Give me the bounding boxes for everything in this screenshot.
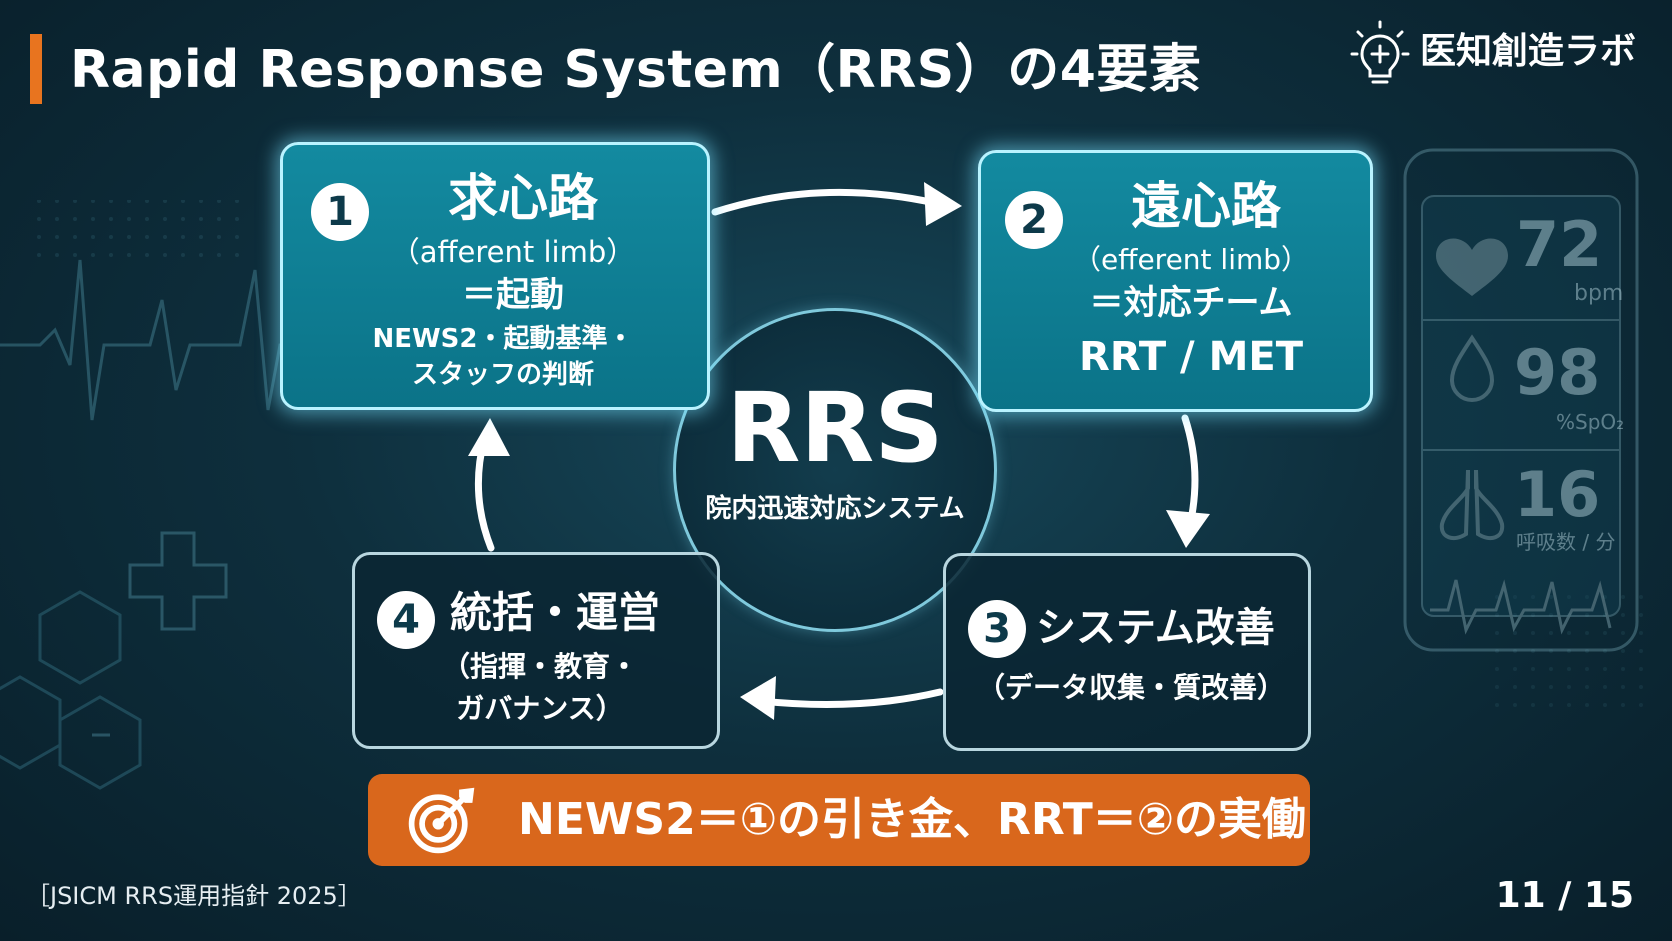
- element-3-heading: システム改善: [1036, 605, 1275, 651]
- source-citation: ［JSICM RRS運用指針 2025］: [26, 882, 362, 910]
- lightbulb-cross-icon: [1350, 20, 1410, 84]
- element-1-eq: ＝起動: [462, 275, 564, 315]
- banner-text: NEWS2＝①の引き金、RRT＝②の実働: [518, 794, 1307, 845]
- monitor-rr-value: 16: [1514, 458, 1601, 531]
- center-abbr: RRS: [726, 372, 944, 484]
- key-point-banner: NEWS2＝①の引き金、RRT＝②の実働: [368, 774, 1310, 866]
- arrow-3-to-4: [748, 688, 944, 708]
- brand-name: 医知創造ラボ: [1420, 31, 1637, 72]
- drop-icon: [1449, 334, 1495, 402]
- arrow-2-to-3: [1181, 414, 1199, 529]
- slide-title: Rapid Response System（RRS）の4要素: [70, 40, 1202, 100]
- monitor-hr-value: 72: [1516, 208, 1603, 281]
- element-1-number-badge: 1: [311, 183, 369, 241]
- monitor-spo2-unit: %SpO₂: [1556, 410, 1625, 434]
- element-2-efferent-limb: 2 遠心路 （efferent limb） ＝対応チーム RRT / MET: [978, 150, 1373, 412]
- element-4-heading: 統括・運営: [450, 588, 661, 637]
- element-2-number-badge: 2: [1005, 191, 1063, 249]
- element-3-number-badge: 3: [968, 600, 1026, 658]
- element-1-afferent-limb: 1 求心路 （afferent limb） ＝起動 NEWS2・起動基準・ スタ…: [280, 142, 710, 410]
- heart-icon: [1436, 238, 1508, 296]
- title-accent-bar: [30, 34, 42, 104]
- target-icon: [408, 787, 475, 854]
- element-3-sub: （データ収集・質改善）: [976, 671, 1285, 704]
- element-4-governance: 4 統括・運営 （指揮・教育・ ガバナンス）: [352, 552, 720, 749]
- brand-logo: [1350, 20, 1410, 84]
- page-number: 11 / 15: [1495, 875, 1634, 916]
- arrowhead-2-to-3: [1166, 510, 1210, 548]
- arrow-1-to-2: [711, 188, 939, 216]
- monitor-waveform: [1430, 579, 1612, 635]
- element-4-sub-2: ガバナンス）: [456, 692, 624, 725]
- element-2-sub: （efferent limb）: [1072, 243, 1310, 276]
- element-1-sub: （afferent limb）: [390, 235, 636, 269]
- medical-cross-icon: [128, 531, 228, 631]
- element-4-sub-1: （指揮・教育・: [441, 650, 638, 683]
- arrowhead-1-to-2: [924, 182, 962, 226]
- element-2-detail: RRT / MET: [1079, 334, 1303, 380]
- element-1-detail-1: NEWS2・起動基準・: [372, 324, 634, 354]
- arrow-4-to-1: [474, 436, 495, 552]
- element-2-eq: ＝対応チーム: [1089, 283, 1293, 323]
- element-1-detail-2: スタッフの判断: [411, 360, 594, 390]
- hexagon-pattern: [0, 590, 142, 790]
- ecg-line-left: [0, 259, 330, 421]
- element-2-heading: 遠心路: [1131, 177, 1281, 235]
- monitor-rr-unit: 呼吸数 / 分: [1516, 530, 1616, 554]
- element-1-heading: 求心路: [448, 169, 598, 227]
- arrowhead-3-to-4: [740, 676, 776, 720]
- lungs-icon: [1439, 469, 1505, 541]
- vital-monitor: [1403, 148, 1639, 652]
- element-3-system-improvement: 3 システム改善 （データ収集・質改善）: [943, 553, 1311, 751]
- arrowhead-4-to-1: [468, 418, 510, 456]
- element-4-number-badge: 4: [377, 591, 435, 649]
- monitor-hr-unit: bpm: [1574, 281, 1624, 306]
- center-label: 院内迅速対応システム: [705, 494, 965, 524]
- monitor-spo2-value: 98: [1514, 336, 1601, 409]
